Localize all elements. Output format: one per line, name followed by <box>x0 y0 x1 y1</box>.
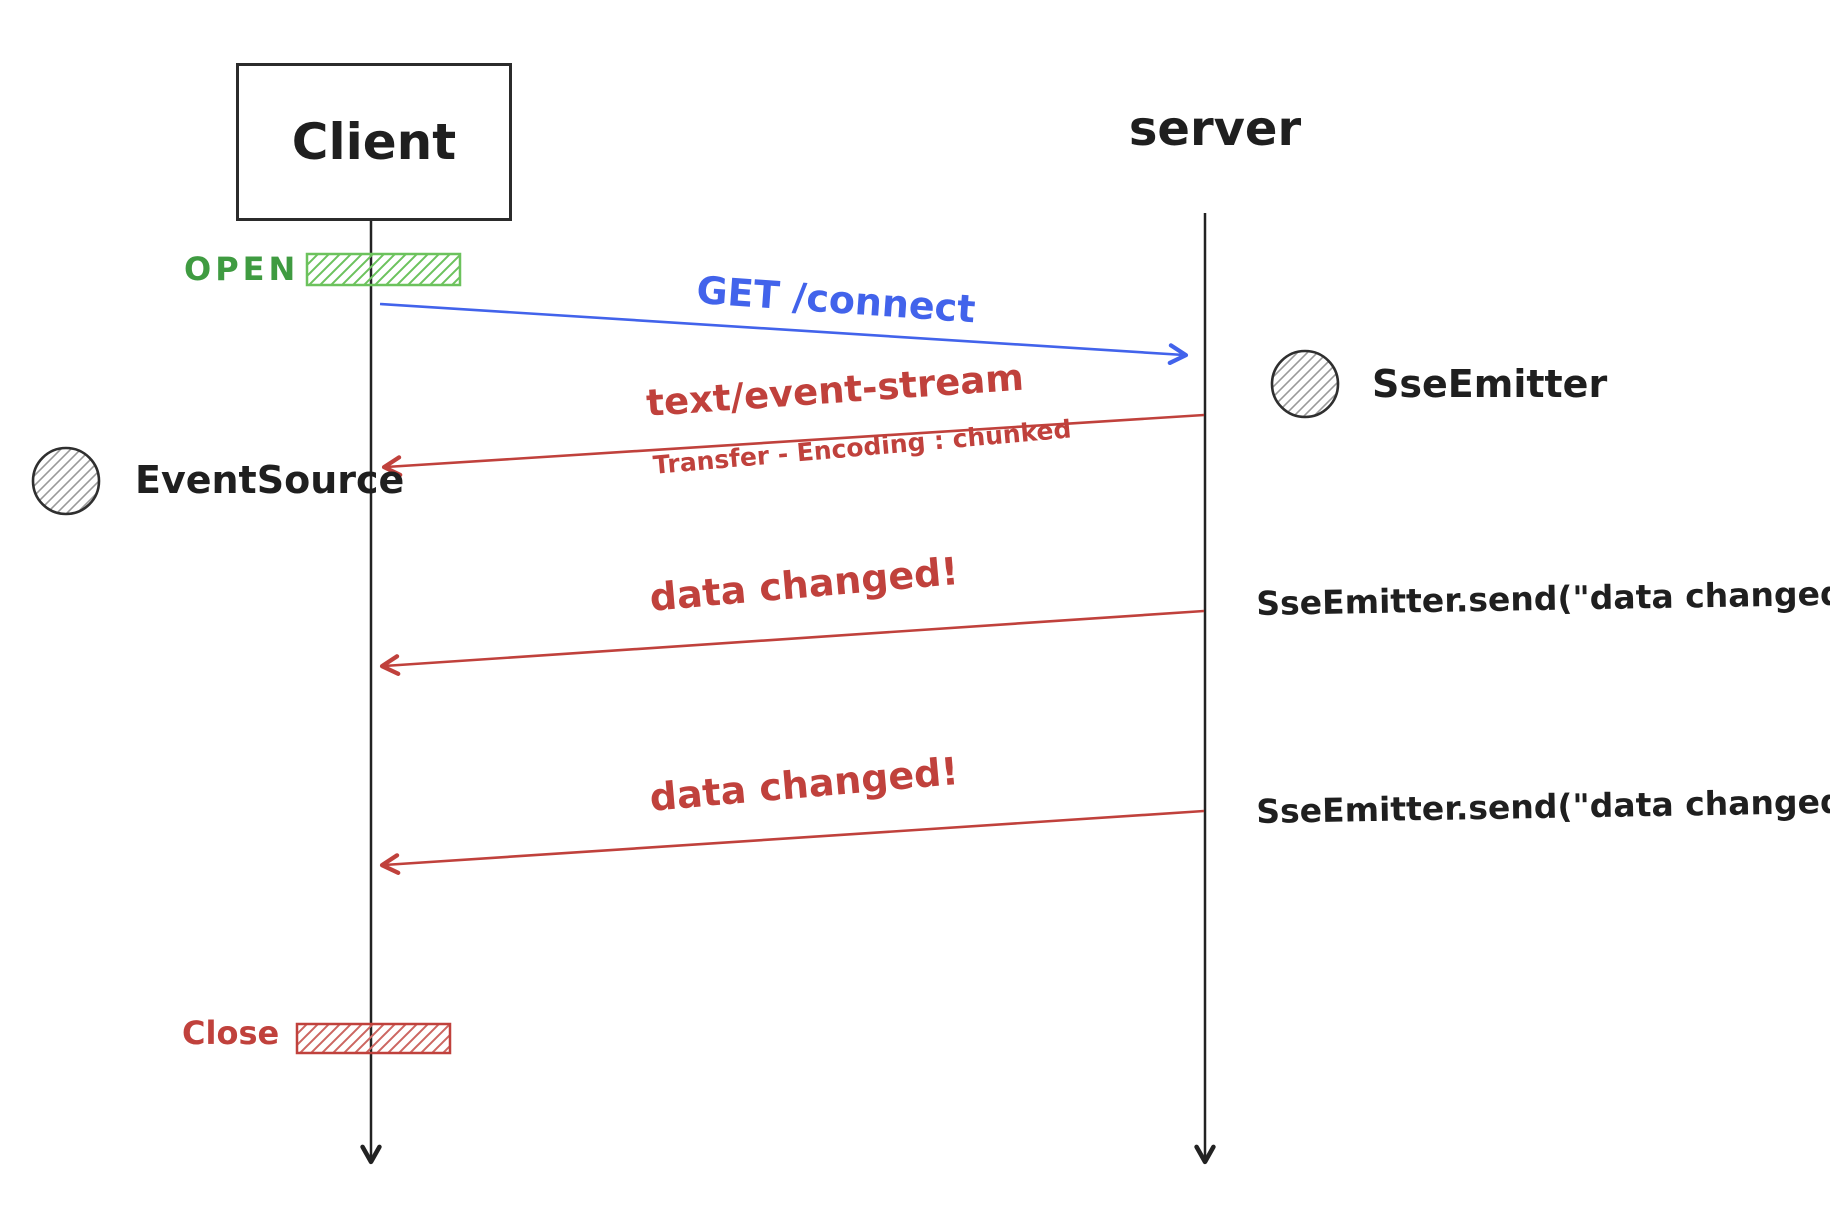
client-actor-box: Client <box>236 63 512 221</box>
data-changed-arrow-2 <box>379 809 1205 876</box>
data-changed-arrow-1 <box>379 609 1205 676</box>
server-actor-label: server <box>1128 101 1302 157</box>
sse-emitter-circle <box>1270 349 1340 419</box>
event-source-label: EventSource <box>135 458 405 502</box>
close-state-label: Close <box>182 1014 280 1052</box>
sse-emitter-label: SseEmitter <box>1372 362 1608 406</box>
close-activation-rect <box>295 1022 452 1055</box>
event-source-circle <box>31 446 101 516</box>
open-state-label: OPEN <box>184 250 300 288</box>
open-activation-rect <box>305 252 462 287</box>
client-actor-label: Client <box>291 112 457 171</box>
get-connect-arrow <box>379 302 1189 366</box>
event-stream-arrow <box>381 413 1205 478</box>
